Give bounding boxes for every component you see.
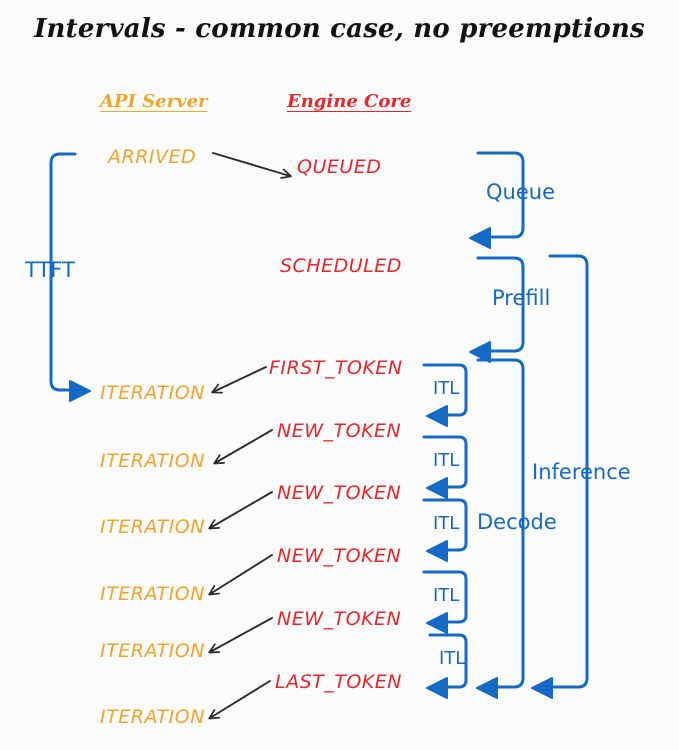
arrowhead-itl <box>426 477 448 499</box>
state-iteration: ITERATION <box>100 382 205 404</box>
arrow-new-token-to-iteration <box>213 429 273 465</box>
interval-label-prefill: Prefill <box>489 286 554 310</box>
interval-label-inference: Inference <box>529 460 634 484</box>
arrowhead-decode <box>476 677 498 699</box>
arrow-new-token-to-iteration <box>208 617 273 654</box>
state-last-token: LAST_TOKEN <box>275 671 402 693</box>
state-queued: QUEUED <box>297 156 382 178</box>
interval-label-queue: Queue <box>483 180 558 204</box>
interval-label-itl: ITL <box>430 378 463 399</box>
state-new-token: NEW_TOKEN <box>277 608 402 630</box>
arrow-arrived-to-queued <box>212 152 292 179</box>
state-new-token: NEW_TOKEN <box>277 420 402 442</box>
interval-label-itl: ITL <box>430 450 463 471</box>
arrow-last-token-to-iteration <box>208 680 271 720</box>
arrowhead-itl <box>426 405 448 427</box>
arrow-new-token-to-iteration <box>208 554 273 596</box>
state-iteration: ITERATION <box>100 516 205 538</box>
state-first-token: FIRST_TOKEN <box>269 357 403 379</box>
state-iteration: ITERATION <box>100 583 205 605</box>
state-iteration: ITERATION <box>100 640 205 662</box>
state-arrived: ARRIVED <box>108 146 197 168</box>
column-header-engine-core: Engine Core <box>287 91 412 112</box>
state-new-token: NEW_TOKEN <box>277 482 402 504</box>
arrowhead-prefill <box>469 341 491 363</box>
arrowhead-itl <box>426 612 448 634</box>
interval-label-itl: ITL <box>430 585 463 606</box>
arrowhead-itl <box>426 677 448 699</box>
arrowhead-queue <box>469 227 491 249</box>
state-iteration: ITERATION <box>100 706 205 728</box>
arrow-first-token-to-iteration <box>211 366 267 394</box>
arrowhead-inference <box>531 677 553 699</box>
arrowhead-ttft <box>69 380 91 402</box>
interval-label-decode: Decode <box>474 510 560 534</box>
state-scheduled: SCHEDULED <box>280 255 402 277</box>
interval-label-itl: ITL <box>436 648 469 669</box>
state-iteration: ITERATION <box>100 450 205 472</box>
interval-label-itl: ITL <box>430 513 463 534</box>
state-new-token: NEW_TOKEN <box>277 545 402 567</box>
arrowhead-itl <box>426 540 448 562</box>
column-header-api-server: API Server <box>100 91 208 112</box>
diagram-title: Intervals - common case, no preemptions <box>34 14 645 44</box>
interval-label-ttft: TTFT <box>22 258 78 282</box>
arrow-new-token-to-iteration <box>208 491 273 530</box>
